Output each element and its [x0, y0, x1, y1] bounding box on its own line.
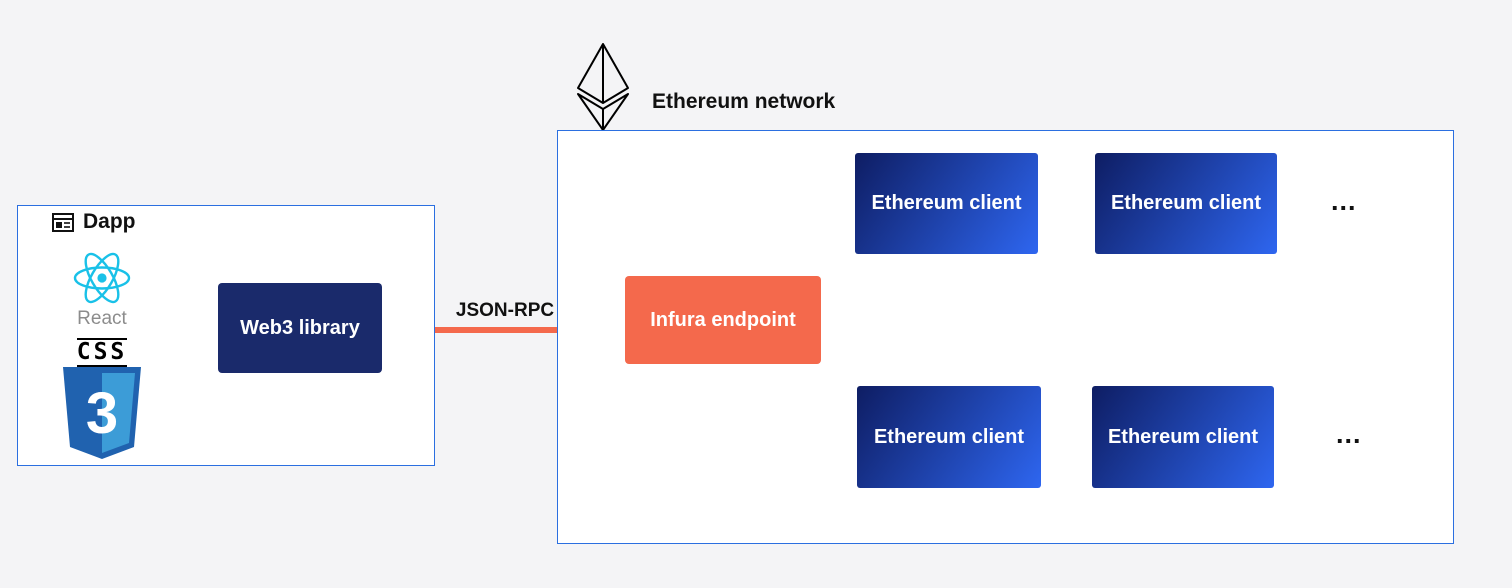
- react-icon: [73, 252, 131, 304]
- ethereum-client-node-top-right: Ethereum client: [1095, 153, 1277, 254]
- ethereum-client-label: Ethereum client: [1107, 425, 1259, 448]
- web3-library-label: Web3 library: [240, 316, 360, 339]
- ethereum-client-node-bottom-left: Ethereum client: [857, 386, 1041, 488]
- ethereum-client-node-bottom-right: Ethereum client: [1092, 386, 1274, 488]
- react-logo-group: React: [64, 250, 140, 330]
- ethereum-client-label: Ethereum client: [1110, 192, 1262, 214]
- json-rpc-label: JSON-RPC: [455, 300, 555, 321]
- css3-number: 3: [86, 381, 118, 446]
- ethereum-logo-icon: [577, 43, 629, 131]
- app-window-icon: [52, 212, 74, 232]
- ethereum-network-title: Ethereum network: [652, 90, 836, 113]
- more-clients-ellipsis-bottom: ...: [1336, 419, 1362, 449]
- dapp-title: Dapp: [83, 210, 136, 233]
- dapp-header: Dapp: [52, 210, 136, 234]
- infura-endpoint-node: Infura endpoint: [625, 276, 821, 364]
- ethereum-client-label: Ethereum client: [871, 192, 1022, 214]
- web3-library-node: Web3 library: [218, 283, 382, 373]
- css3-shield-icon: 3: [63, 367, 141, 459]
- css3-logo-group: CSS 3: [60, 338, 144, 463]
- ethereum-client-node-top-left: Ethereum client: [855, 153, 1038, 254]
- ethereum-client-label: Ethereum client: [873, 425, 1025, 448]
- infura-endpoint-label: Infura endpoint: [650, 308, 796, 331]
- more-clients-ellipsis-top: ...: [1331, 186, 1357, 216]
- css-logo-word: CSS: [76, 338, 128, 367]
- react-label: React: [77, 308, 127, 329]
